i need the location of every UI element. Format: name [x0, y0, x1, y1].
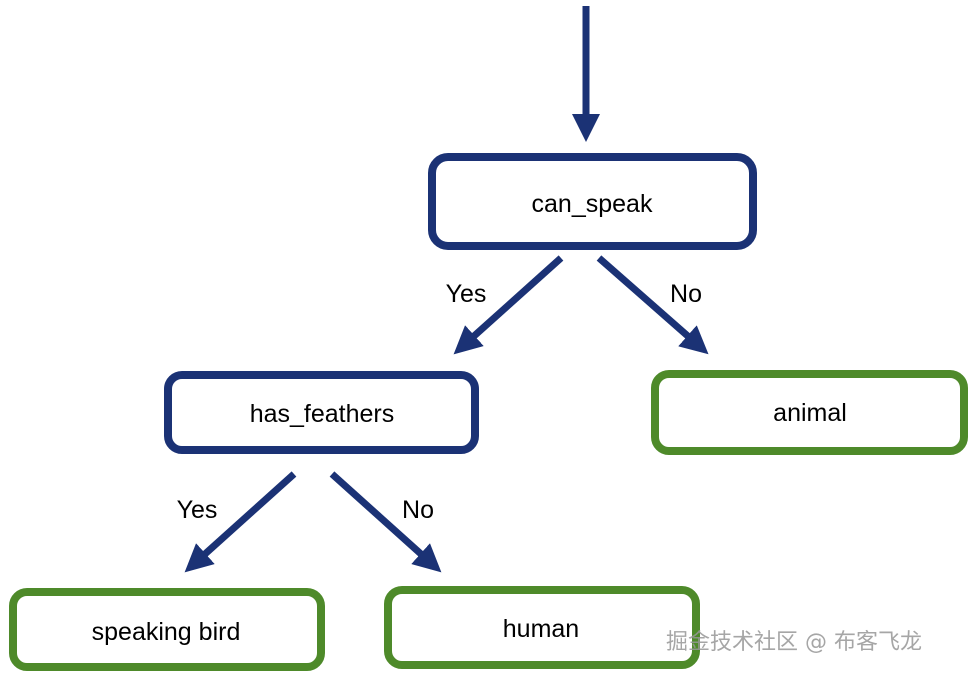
edge-can-speak-yes-label: Yes [446, 280, 487, 308]
node-can-speak: can_speak [428, 153, 757, 250]
node-human: human [384, 586, 700, 669]
edge-has-feathers-yes [184, 471, 297, 573]
edge-has-feathers-yes-label: Yes [177, 496, 218, 524]
node-human-label: human [503, 615, 579, 643]
edge-can-speak-no [596, 255, 709, 355]
edge-has-feathers-no [329, 471, 442, 573]
node-can-speak-label: can_speak [532, 190, 653, 218]
watermark-text: 掘金技术社区 @ 布客飞龙 [666, 630, 922, 655]
node-speaking-bird: speaking bird [9, 588, 325, 671]
node-speaking-bird-label: speaking bird [92, 618, 241, 646]
node-animal-label: animal [773, 399, 847, 427]
node-animal: animal [651, 370, 968, 455]
edge-can-speak-no-label: No [670, 280, 702, 308]
node-has-feathers-label: has_feathers [250, 400, 395, 428]
node-has-feathers: has_feathers [164, 371, 479, 454]
edge-can-speak-yes [453, 255, 564, 355]
edge-has-feathers-no-label: No [402, 496, 434, 524]
